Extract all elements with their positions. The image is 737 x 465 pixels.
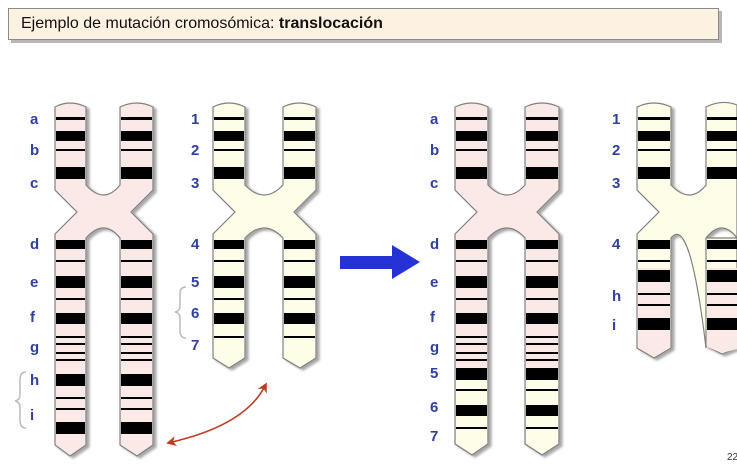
band-label: f: [430, 309, 436, 326]
chromosome-original-cream: [212, 102, 317, 369]
result-pink-body: [454, 102, 560, 456]
band-label: d: [30, 236, 39, 253]
band-label: 1: [191, 111, 199, 128]
result-pink-bands: [456, 117, 558, 429]
slide-title: Ejemplo de mutación cromosómica: translo…: [8, 8, 719, 40]
band-label: g: [430, 339, 439, 356]
pink-chromosome-bands: [56, 117, 152, 434]
band-label: 2: [612, 142, 620, 159]
band-label: 1: [612, 111, 620, 128]
band-label: d: [430, 236, 439, 253]
labels-result-pink: abc d e fg 5 6 7: [430, 111, 439, 445]
band-label: 6: [191, 305, 199, 322]
band-label: c: [30, 175, 38, 192]
band-label: 7: [191, 337, 199, 354]
result-cream-translocated-segment: [638, 268, 737, 357]
band-label: g: [30, 339, 39, 356]
band-label: 2: [191, 142, 199, 159]
band-label: h: [30, 372, 39, 389]
pink-chromosome-body: [54, 102, 154, 457]
band-label: b: [430, 142, 439, 159]
band-label: b: [30, 142, 39, 159]
chromosome-original-pink: [54, 102, 154, 457]
labels-original-pink: abc d e fgh i: [30, 111, 39, 424]
band-label: e: [430, 274, 438, 291]
chromosome-result-pink: [454, 102, 560, 456]
band-label: 6: [430, 399, 438, 416]
band-label: h: [612, 288, 621, 305]
title-emphasis: translocación: [278, 15, 383, 32]
band-label: e: [30, 274, 38, 291]
band-label: 3: [612, 175, 620, 192]
band-label: c: [430, 175, 438, 192]
band-label: a: [30, 111, 39, 128]
band-label: a: [430, 111, 439, 128]
cream-chromosome-bands: [214, 117, 315, 338]
swap-curve-arrow: [166, 382, 267, 446]
band-label: 4: [612, 236, 621, 253]
chromosome-result-cream: [636, 101, 737, 359]
bracket-5-7: [174, 286, 187, 339]
band-label: 4: [191, 236, 200, 253]
result-arrow: [340, 245, 420, 279]
labels-original-cream: 1 2 3 4 5 6 7: [191, 111, 200, 354]
band-label: i: [30, 407, 34, 424]
band-label: 5: [191, 274, 199, 291]
labels-result-cream: 1 2 3 4 hi: [612, 111, 621, 334]
band-label: f: [30, 309, 36, 326]
cream-chromosome-body: [212, 102, 317, 369]
band-label: 7: [430, 428, 438, 445]
band-label: i: [612, 317, 616, 334]
title-prefix: Ejemplo de mutación cromosómica:: [21, 15, 279, 32]
result-cream-bands: [638, 117, 737, 330]
band-label: 3: [191, 175, 199, 192]
bracket-h-i: [14, 371, 27, 429]
page-number: 22: [727, 452, 737, 463]
band-label: 5: [430, 365, 438, 382]
